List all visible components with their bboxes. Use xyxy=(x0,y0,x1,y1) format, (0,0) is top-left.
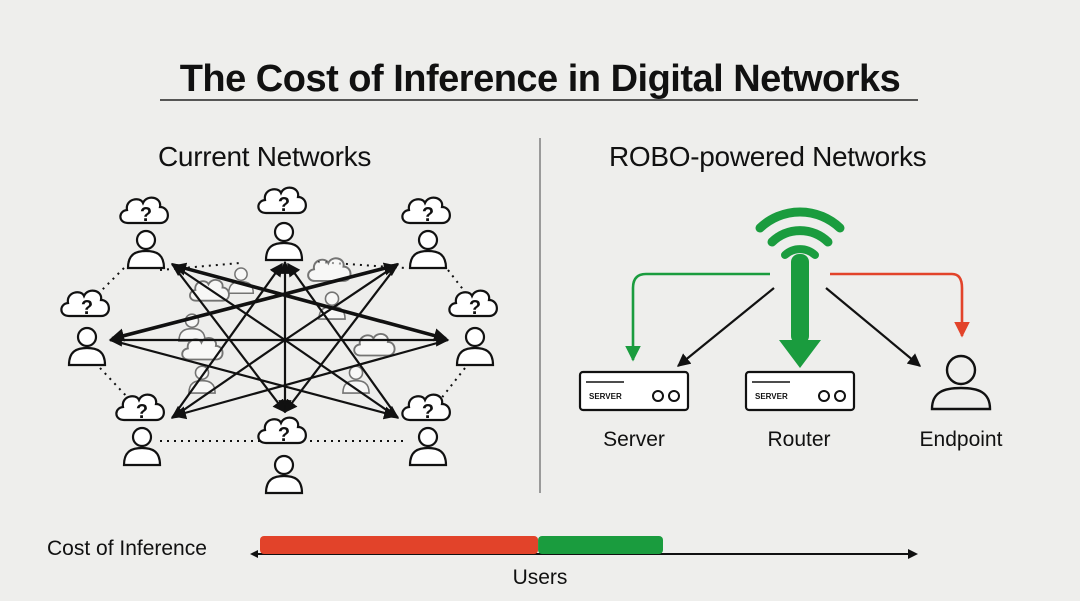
question-mark: ? xyxy=(422,401,434,423)
peer-node: ? xyxy=(119,196,169,270)
question-mark: ? xyxy=(140,204,152,226)
person-icon xyxy=(408,426,448,467)
peer-node: ? xyxy=(401,196,451,270)
endpoint-label: Endpoint xyxy=(919,428,1003,451)
person-icon xyxy=(122,426,162,467)
green-elbow-arrow xyxy=(625,272,770,362)
question-mark: ? xyxy=(81,297,93,319)
current-networks-title: Current Networks xyxy=(158,141,372,172)
router-device-icon: SERVER xyxy=(744,370,856,412)
users-axis-label: Users xyxy=(512,566,568,589)
robo-networks-title: ROBO-powered Networks xyxy=(609,141,927,172)
question-mark: ? xyxy=(278,424,290,446)
black-arrows xyxy=(676,287,922,367)
peer-node: ? xyxy=(60,289,110,367)
router-plate: SERVER xyxy=(755,392,788,401)
panel-divider xyxy=(539,138,541,493)
question-mark: ? xyxy=(136,401,148,423)
mesh-arrows xyxy=(108,260,450,420)
peer-node: ? xyxy=(448,289,498,367)
red-elbow-arrow xyxy=(830,272,970,338)
person-icon xyxy=(455,326,495,367)
question-mark: ? xyxy=(469,297,481,319)
peer-nodes: ???????? xyxy=(60,186,498,495)
server-plate: SERVER xyxy=(589,392,622,401)
peer-node: ? xyxy=(115,393,165,467)
person-icon xyxy=(126,229,166,270)
peer-node: ? xyxy=(401,393,451,467)
cost-of-inference-label: Cost of Inference xyxy=(47,537,207,560)
peer-node: ? xyxy=(257,186,307,262)
endpoint-person-icon xyxy=(930,354,992,411)
cost-segment-current xyxy=(260,536,539,554)
server-device-icon: SERVER xyxy=(578,370,690,412)
person-icon xyxy=(67,326,107,367)
question-mark: ? xyxy=(422,204,434,226)
person-icon xyxy=(264,454,304,495)
cost-bar xyxy=(250,536,918,559)
inner-cluster xyxy=(178,257,396,394)
router-down-arrow xyxy=(779,254,821,368)
robo-network-graph: SERVER SERVER xyxy=(578,207,992,412)
cost-segment-robo xyxy=(538,536,663,554)
question-mark: ? xyxy=(278,194,290,216)
title-underline xyxy=(160,99,918,101)
page-title: The Cost of Inference in Digital Network… xyxy=(179,58,901,100)
person-icon xyxy=(264,221,304,262)
current-network-graph: ???????? xyxy=(60,186,498,495)
peer-node: ? xyxy=(257,416,307,495)
server-label: Server xyxy=(603,428,665,451)
router-label: Router xyxy=(767,428,831,451)
person-icon xyxy=(408,229,448,270)
wifi-icon xyxy=(755,207,845,259)
